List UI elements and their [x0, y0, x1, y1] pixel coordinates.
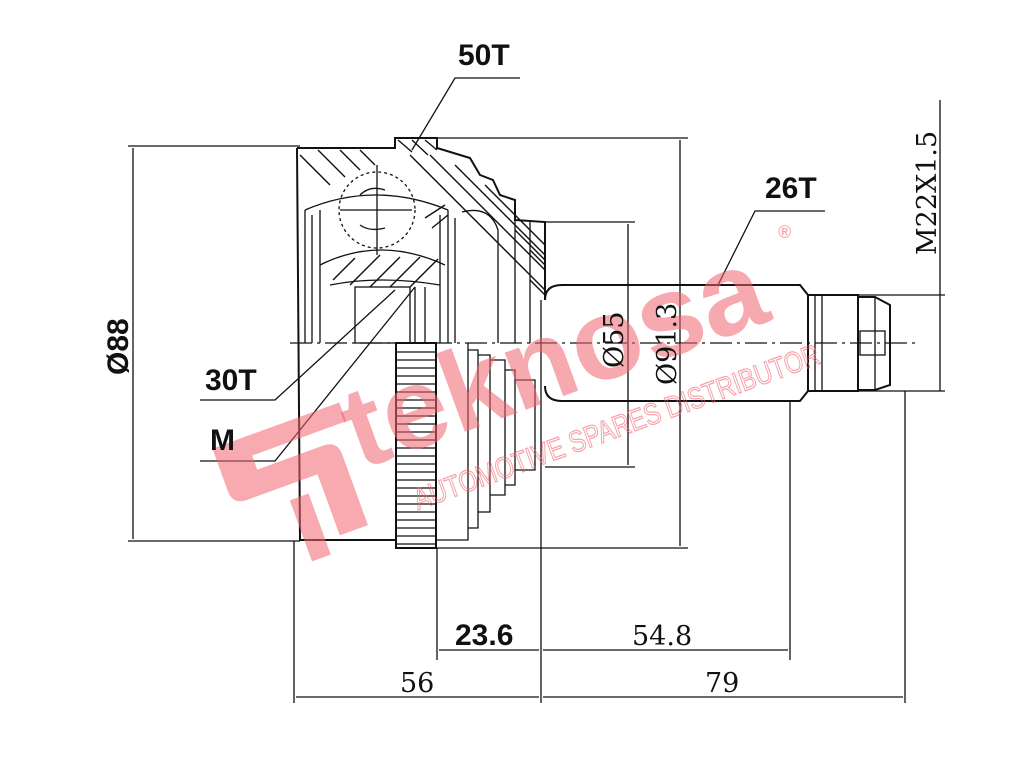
teknosa-logo-icon — [212, 402, 368, 562]
callout-26t: 26T — [765, 172, 817, 205]
section-hatching — [299, 139, 546, 296]
dimension-lines — [128, 77, 945, 703]
bell-housing — [296, 137, 546, 541]
callout-30t: 30T — [205, 364, 257, 397]
stub-shaft — [544, 284, 891, 402]
callout-m: M — [210, 424, 235, 457]
dim-shaft-length: 79 — [705, 668, 739, 699]
dim-seal-diameter: Ø55 — [599, 312, 630, 369]
dim-ring-to-face: 23.6 — [455, 619, 513, 652]
dim-body-length: 56 — [400, 668, 434, 699]
dim-thread: M22X1.5 — [912, 131, 943, 255]
callout-50t: 50T — [458, 39, 510, 72]
dim-spline-length: 54.8 — [632, 621, 692, 652]
abs-ring — [395, 342, 536, 549]
teknosa-watermark: teknosa ® AUTOMOTIVE SPARES DISTRIBUTOR — [212, 222, 825, 562]
dim-abs-diameter: Ø91.3 — [652, 303, 683, 385]
watermark-registered: ® — [778, 222, 791, 242]
dim-outer-diameter: Ø88 — [102, 318, 135, 375]
